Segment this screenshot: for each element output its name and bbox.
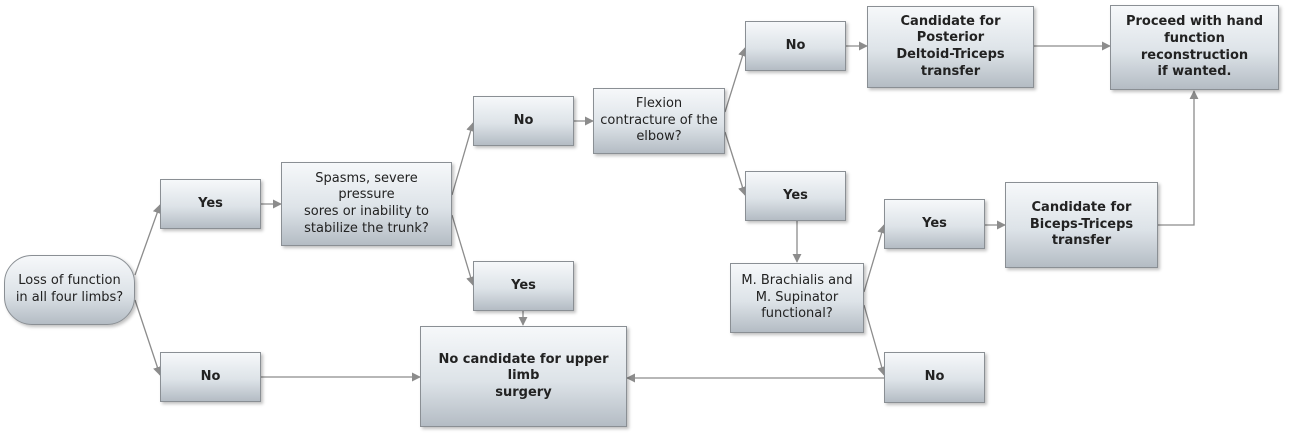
no-candidate-outcome: No candidate for upper limb surgery [420,326,627,427]
flexion-question-line-1: Flexion [635,96,683,112]
connector-brachialis-to-yes [863,224,887,293]
brachialis-question-node: M. Brachialis and M. Supinator functiona… [730,263,864,333]
connector-start-to-no [134,299,162,376]
biceps-outcome-line-1: Candidate for [1031,200,1132,216]
answer-no-brachialis: No [884,352,985,403]
biceps-triceps-outcome: Candidate for Biceps-Triceps transfer [1005,182,1158,268]
brachialis-question-line-3: functional? [761,306,833,322]
posterior-deltoid-triceps-outcome: Candidate for Posterior Deltoid-Triceps … [867,6,1034,88]
connector-biceps-to-hand [1158,90,1199,226]
spasms-question-line-3: stabilize the trunk? [304,220,429,236]
start-question-node: Loss of function in all four limbs? [4,255,135,325]
connector-spasms-to-no [451,122,476,196]
answer-yes-loss-of-function: Yes [160,179,261,229]
posterior-outcome-line-3: transfer [920,63,981,79]
posterior-outcome-line-1: Candidate for Posterior [900,13,1001,46]
no-candidate-line-1: No candidate for upper limb [438,351,609,384]
answer-yes-brachialis: Yes [884,199,985,249]
connector-spasms-to-yes [451,214,476,286]
hand-function-outcome: Proceed with hand function reconstructio… [1110,5,1279,90]
no-candidate-line-2: surgery [495,384,552,400]
answer-no-flexion: No [745,21,846,71]
start-question-line-1: Loss of function [18,273,121,289]
flexion-question-node: Flexion contracture of the elbow? [593,88,725,154]
answer-yes-flexion: Yes [745,171,846,221]
hand-outcome-line-3: if wanted. [1157,64,1232,80]
brachialis-question-line-1: M. Brachialis and [741,273,853,289]
answer-no-loss-of-function: No [160,352,261,402]
start-question-line-2: in all four limbs? [15,290,124,305]
answer-label: Yes [922,215,947,231]
answer-label: No [785,37,806,53]
posterior-outcome-line-2: Deltoid-Triceps [896,47,1005,62]
answer-label: No [513,112,534,128]
biceps-outcome-line-2: Biceps-Triceps [1029,216,1134,232]
hand-outcome-line-2: function reconstruction [1140,30,1249,63]
spasms-question-node: Spasms, severe pressure sores or inabili… [281,162,452,246]
biceps-outcome-line-3: transfer [1051,233,1112,249]
answer-no-spasms: No [473,96,574,146]
spasms-question-line-1: Spasms, severe pressure [315,170,418,203]
spasms-question-line-2: sores or inability to [304,204,429,219]
flexion-question-line-3: elbow? [636,129,682,145]
answer-yes-spasms: Yes [473,261,574,311]
answer-label: Yes [783,187,808,203]
connector-flexion-to-yes [724,131,747,196]
answer-label: Yes [511,277,536,293]
connector-flexion-to-no [724,47,747,113]
answer-label: Yes [198,195,223,211]
connector-start-to-yes [134,204,162,276]
flexion-question-line-2: contracture of the [600,112,718,128]
connector-brachialis-to-no [863,304,887,376]
answer-label: No [200,368,221,384]
brachialis-question-line-2: M. Supinator [755,289,839,305]
hand-outcome-line-1: Proceed with hand [1125,14,1264,30]
answer-label: No [924,369,945,385]
